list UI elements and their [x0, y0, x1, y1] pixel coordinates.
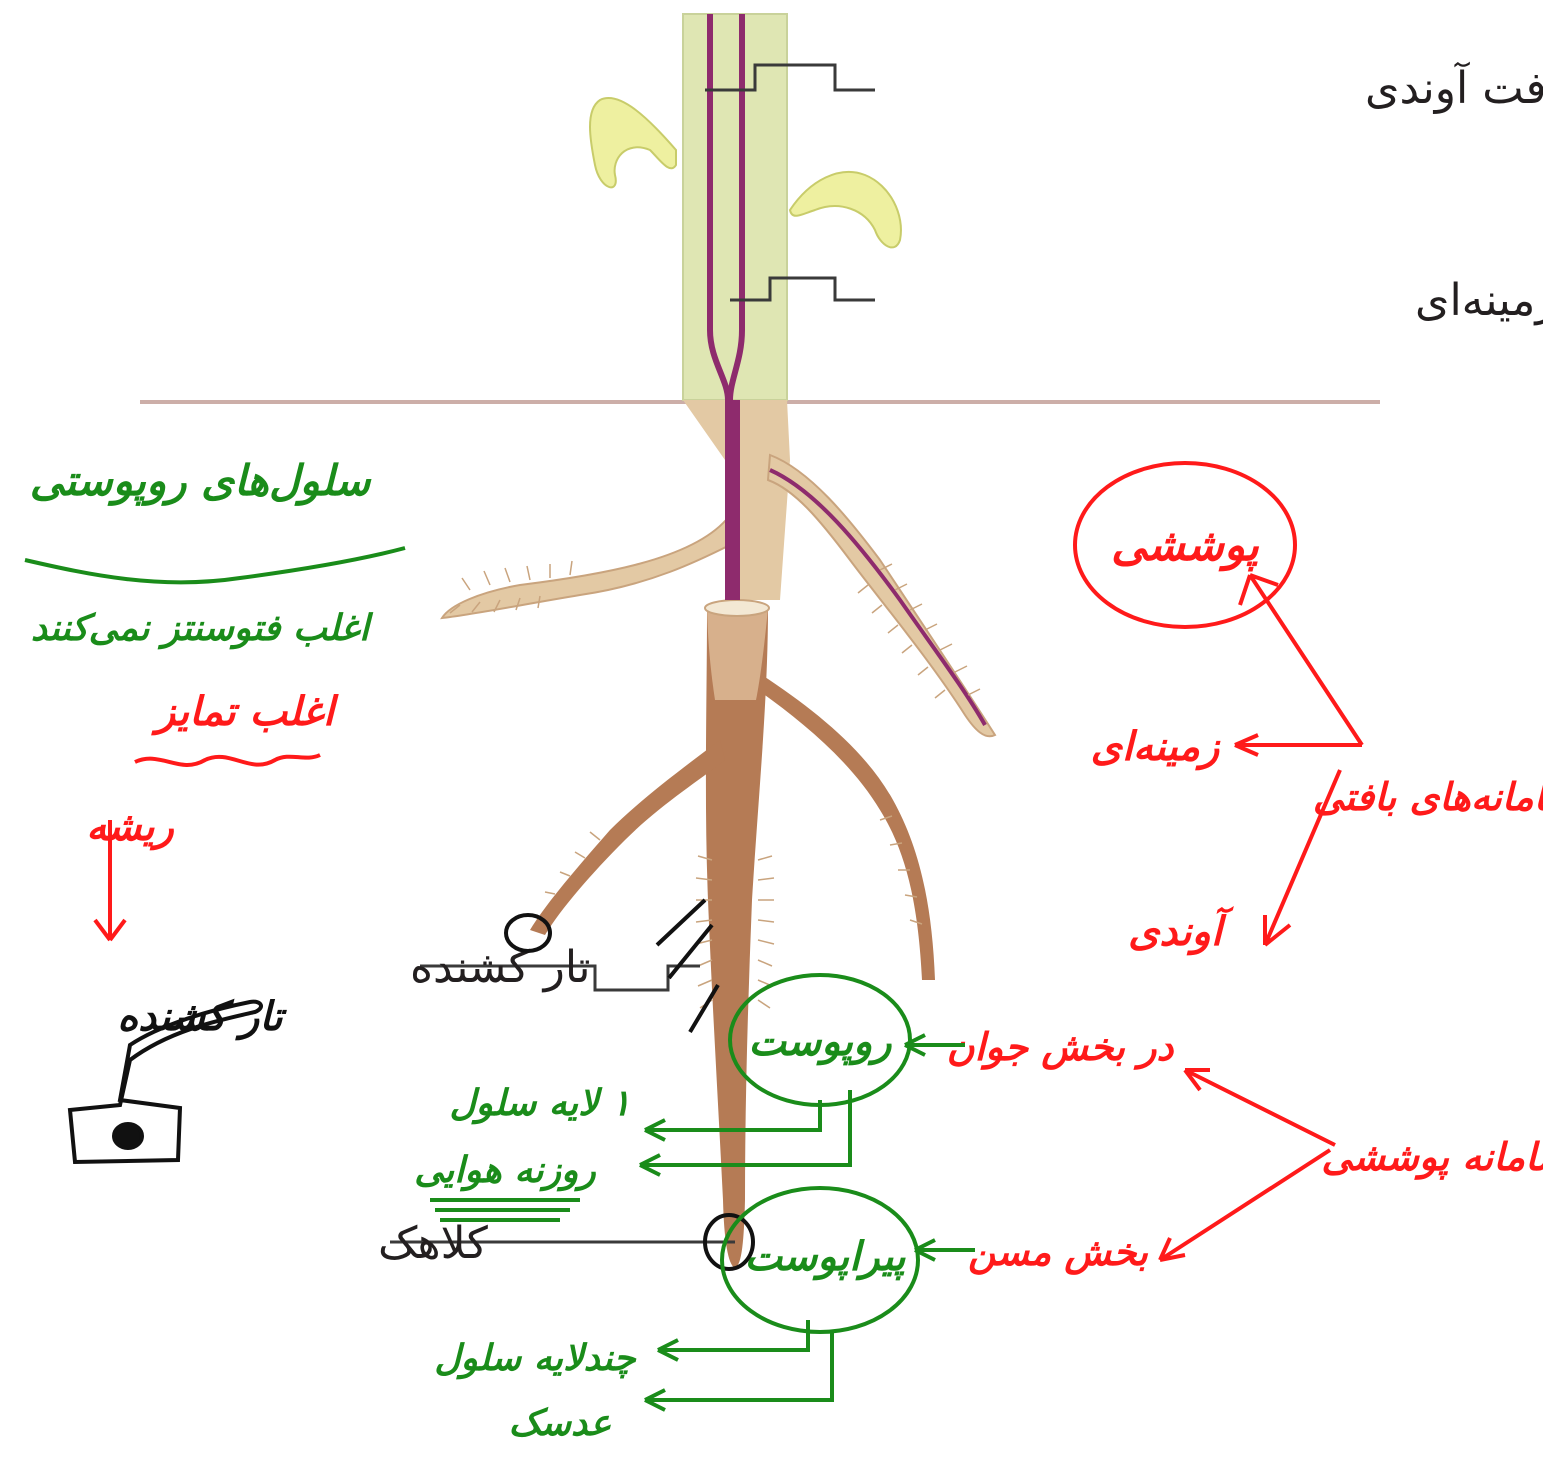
leaf-right [790, 172, 901, 248]
underline-squiggle [135, 755, 320, 765]
leaf-left [590, 98, 676, 187]
arrow-to-young [1185, 1070, 1335, 1145]
note-epidermis-cells: سلول‌های روپوستی [30, 456, 372, 506]
brace-squiggle [25, 548, 405, 582]
note-dermal: پوششی [1111, 520, 1260, 572]
note-multi-layer: چندلایه سلول [434, 1337, 637, 1380]
note-dermal-system: سامانه پوششی [1321, 1134, 1543, 1180]
note-lenticel: عدسک [509, 1402, 612, 1444]
note-one-layer: ۱ لایه سلول [449, 1082, 630, 1125]
cell-nucleus [114, 1124, 142, 1148]
note-root: ریشه [86, 803, 174, 851]
label-leaders [390, 65, 875, 1242]
note-vascular: آوندی [1128, 905, 1235, 956]
label-root-hair: تار کشنده [410, 942, 591, 993]
label-root-cap: کلاهک [378, 1218, 488, 1269]
label-vascular-system: سامانهٔ بافت آوندی [1365, 61, 1543, 114]
note-young-part: در بخش جوان [947, 1024, 1175, 1070]
arrow-to-ground [1235, 735, 1362, 755]
note-periderm: پیراپوست [745, 1233, 907, 1281]
main-root [705, 600, 769, 1268]
note-most-differentiated: اغلب تمایز [151, 688, 339, 736]
note-old-part: بخش مسن [968, 1229, 1148, 1275]
note-stomata: روزنه هوایی [414, 1149, 596, 1192]
periderm-branch [645, 1320, 832, 1410]
arrow-to-dermal [1240, 575, 1362, 745]
label-ground-system: سامانهٔ بافت زمینه‌ای [1415, 275, 1543, 326]
stomata-underline [430, 1200, 580, 1220]
note-epidermis: روپوست [748, 1018, 892, 1066]
note-not-photosynthetic: اغلب فتوسنتز نمی‌کنند [31, 607, 374, 650]
arrow-to-old [1160, 1150, 1330, 1260]
note-ground: زمینه‌ای [1091, 723, 1221, 771]
note-tissue-systems: سامانه‌های بافتی [1313, 774, 1543, 819]
note-black-root-hair: تار کشنده [117, 993, 287, 1041]
arrow-to-periderm [915, 1240, 975, 1260]
